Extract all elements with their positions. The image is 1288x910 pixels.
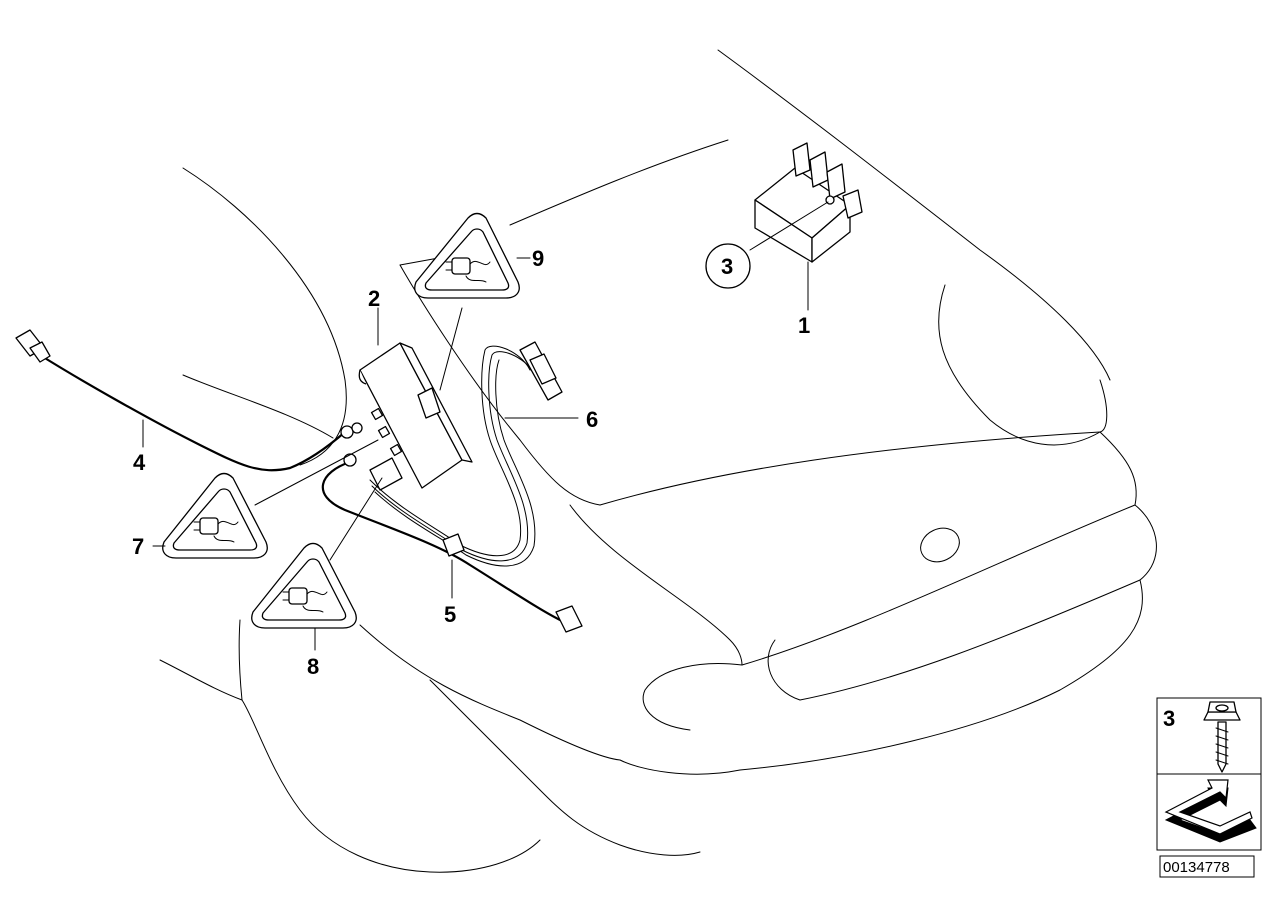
warning-triangle-9 — [414, 212, 531, 391]
part-5-cable — [321, 453, 583, 633]
legend-item-3-label: 3 — [1163, 706, 1175, 731]
catalog-number: 00134778 — [1163, 859, 1230, 876]
screw-icon — [1203, 701, 1241, 773]
callout-8: 8 — [307, 654, 319, 679]
catalog-number-box: 00134778 — [1159, 855, 1255, 878]
callout-3-circle — [705, 243, 751, 289]
callout-2: 2 — [368, 286, 380, 311]
plug-icon — [445, 257, 491, 283]
part-6-wiring-harness — [369, 341, 579, 567]
callout-9: 9 — [532, 246, 544, 271]
part-1-relay — [749, 142, 863, 311]
callout-4: 4 — [133, 450, 146, 475]
plug-icon — [282, 587, 328, 613]
warning-triangle-8 — [251, 477, 383, 651]
warning-triangle-7 — [152, 439, 379, 559]
part-4-cable — [15, 329, 363, 472]
callout-7: 7 — [132, 534, 144, 559]
legend-box: 3 — [1156, 697, 1262, 851]
direction-arrow-icon — [1164, 779, 1257, 843]
part-2-control-unit — [358, 307, 473, 491]
plug-icon — [193, 517, 239, 543]
callout-6: 6 — [586, 407, 598, 432]
callout-1: 1 — [798, 313, 810, 338]
callout-5: 5 — [444, 602, 456, 627]
callout-3: 3 — [721, 254, 733, 279]
car-body-outline — [159, 49, 1157, 873]
